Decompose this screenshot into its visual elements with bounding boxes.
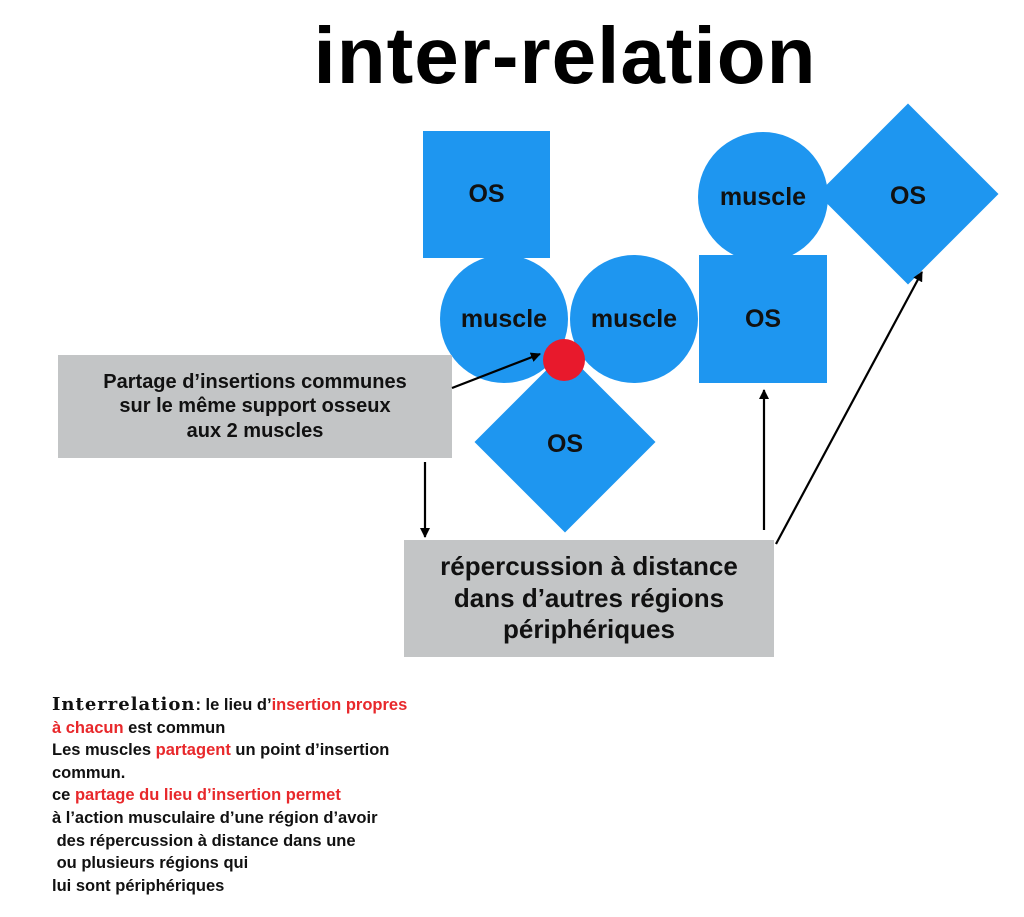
description-line: des répercussion à distance dans une [52, 831, 356, 850]
partage-line: aux 2 muscles [186, 419, 324, 442]
muscle-label: muscle [590, 304, 678, 333]
os-diamond-right: OS [817, 103, 999, 285]
description-line: commun. [52, 763, 126, 782]
partage-box: Partage d’insertions communes sur le mêm… [58, 355, 452, 458]
os-label: OS [468, 180, 505, 208]
highlight-text: partagent [155, 741, 231, 760]
os-label: OS [546, 429, 584, 458]
os-square-top-left: OS [423, 131, 550, 258]
partage-line: Partage d’insertions communes [103, 370, 407, 393]
repercussion-line: répercussion à distance [440, 550, 738, 581]
repercussion-line: dans d’autres régions [453, 582, 725, 613]
description-line: à chacun est commun [52, 718, 226, 737]
os-square-right: OS [699, 255, 827, 383]
highlight-text: partage du lieu d’insertion permet [74, 786, 341, 805]
page-title: inter-relation [313, 11, 817, 100]
os-label: OS [889, 181, 927, 210]
arrow-up-to-os-diamond [775, 271, 923, 545]
muscle-circle-top-right: muscle [698, 132, 828, 262]
repercussion-box: répercussion à distance dans d’autres ré… [404, 540, 774, 657]
highlight-text: insertion propres [271, 696, 408, 714]
os-label: OS [744, 304, 782, 333]
description-line: lui sont périphériques [52, 876, 225, 895]
muscle-label: muscle [719, 182, 807, 211]
description-heading: Interrelation [52, 694, 196, 715]
arrow-to-insertion-dot [451, 352, 541, 390]
description-line: ce partage du lieu d’insertion permet [52, 786, 341, 805]
repercussion-line: périphériques [503, 614, 675, 645]
description-line: Interrelation: le lieu d’insertion propr… [52, 694, 408, 715]
highlight-text: à chacun [52, 718, 124, 737]
description-line: ou plusieurs régions qui [52, 854, 249, 873]
description-text: Interrelation: le lieu d’insertion propr… [52, 694, 572, 897]
description-line: à l’action musculaire d’une région d’avo… [52, 808, 378, 827]
muscle-circle-center: muscle [570, 255, 698, 383]
muscle-label: muscle [460, 304, 548, 333]
partage-line: sur le même support osseux [119, 395, 391, 418]
os-diamond-bottom: OS [474, 351, 656, 533]
shared-insertion-dot [543, 339, 585, 381]
description-line: Les muscles partagent un point d’inserti… [52, 741, 390, 760]
